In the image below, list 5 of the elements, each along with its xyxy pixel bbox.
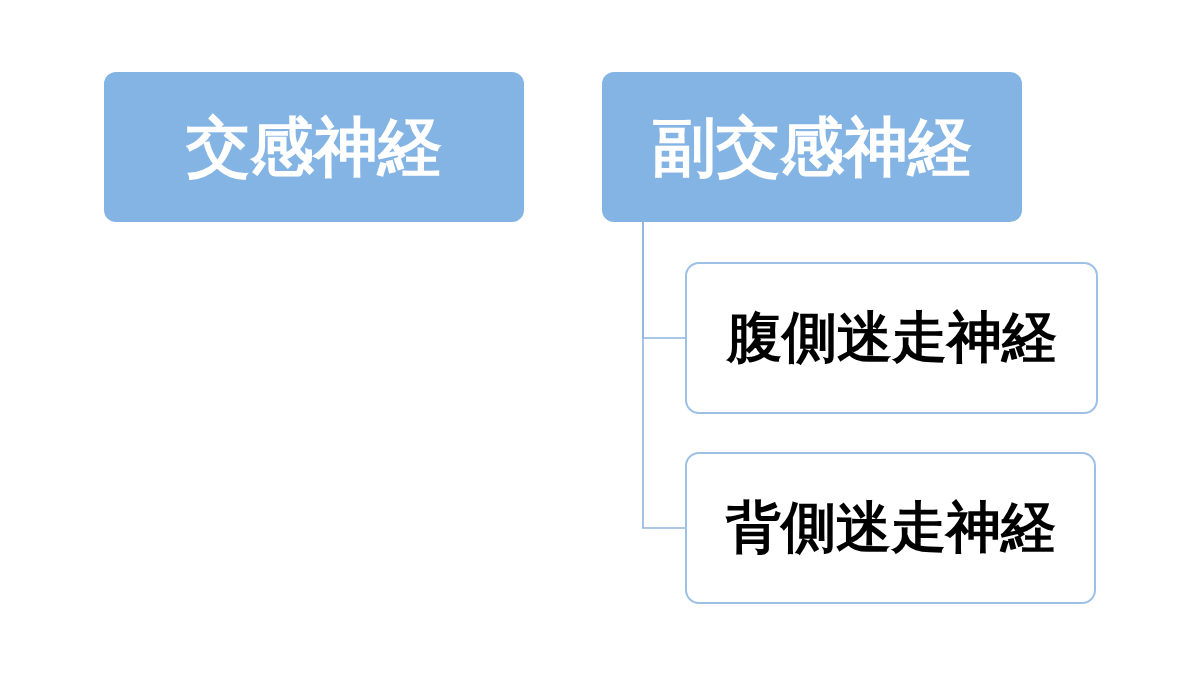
category-box: 交感神経 bbox=[104, 72, 524, 222]
subcategory-box: 背側迷走神経 bbox=[685, 452, 1096, 604]
connector-line bbox=[642, 221, 686, 529]
category-box: 副交感神経 bbox=[602, 72, 1022, 222]
subcategory-box: 腹側迷走神経 bbox=[685, 262, 1098, 414]
